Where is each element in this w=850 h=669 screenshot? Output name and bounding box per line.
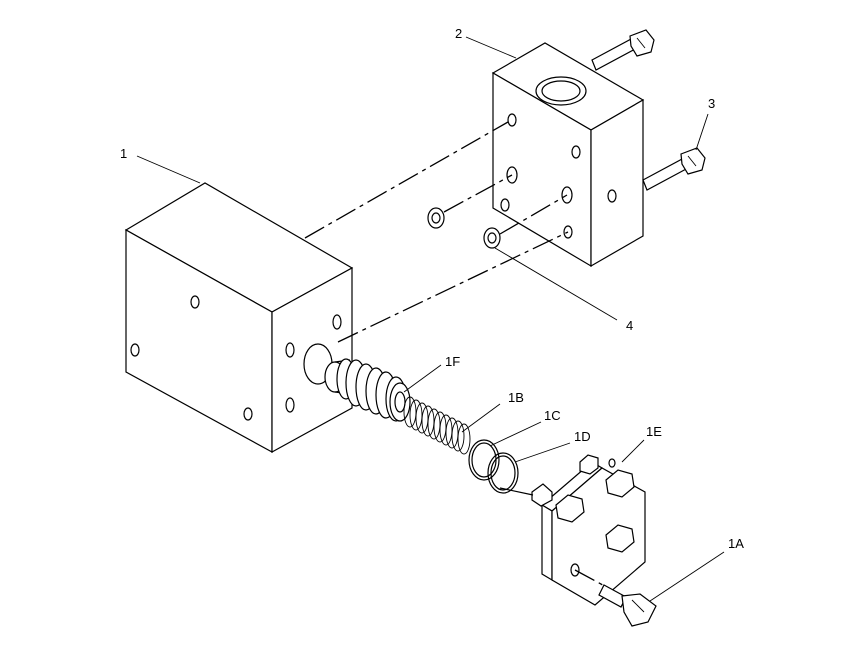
callout-1: 1 (120, 146, 127, 161)
callout-1D: 1D (574, 429, 591, 444)
callout-1E: 1E (646, 424, 662, 439)
callout-4: 4 (626, 318, 633, 333)
part-1B-spring (403, 396, 471, 455)
part-3-bolt-lower (642, 147, 706, 191)
callout-1A: 1A (728, 536, 744, 551)
callout-1F: 1F (445, 354, 460, 369)
assembly-centerlines (304, 121, 569, 343)
callout-2: 2 (455, 26, 462, 41)
part-2-cover-block (491, 42, 645, 268)
part-1A-bolt (574, 569, 657, 627)
part-1F-spool (324, 358, 411, 422)
part-1-valve-body (124, 182, 354, 454)
part-1E-end-plate (499, 454, 646, 606)
part-1D-ring (487, 452, 519, 494)
callout-1B: 1B (508, 390, 524, 405)
callout-3: 3 (708, 96, 715, 111)
callout-1C: 1C (544, 408, 561, 423)
part-4-o-rings (427, 207, 501, 249)
part-3-bolt-upper (591, 29, 655, 71)
leader-lines (136, 36, 725, 602)
